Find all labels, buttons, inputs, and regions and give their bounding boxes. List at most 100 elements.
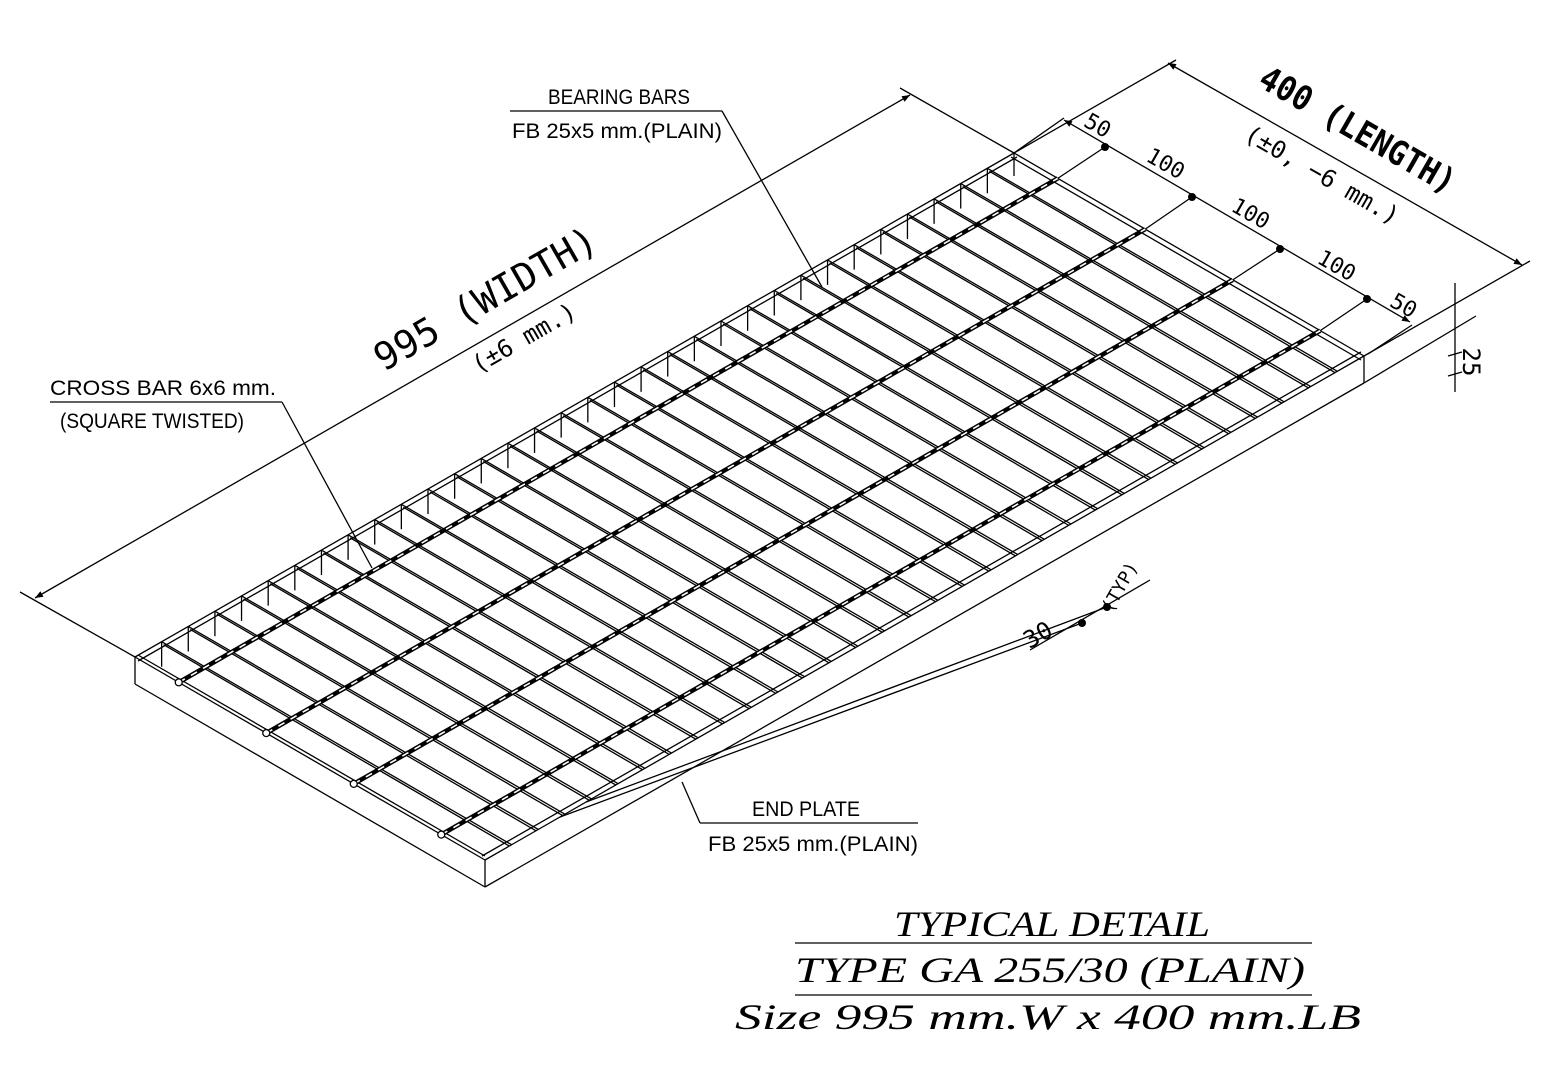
end-plate-leader <box>681 781 701 824</box>
title-line-1: TYPICAL DETAIL <box>894 904 1210 944</box>
cross-bar-leader <box>281 401 373 569</box>
bearing-bar <box>480 457 832 663</box>
pitch-dimension-line <box>1029 579 1151 651</box>
dimension-dot <box>1276 245 1284 253</box>
cross-bar-end <box>262 728 271 738</box>
cross-bar-end <box>437 830 446 839</box>
bearing-bar-edge <box>935 201 1283 404</box>
bearing-bar <box>800 274 1152 479</box>
spacing-dimension-line <box>1063 119 1411 323</box>
bearing-bar-edge <box>536 430 883 633</box>
bearing-bar <box>534 427 885 632</box>
bearing-bars-spec: FB 25x5 mm.(PLAIN) <box>512 120 722 143</box>
bearing-bar <box>720 320 1072 525</box>
extension-line <box>1057 146 1106 179</box>
title-line-3: Size 995 mm.W x 400 mm.LB <box>735 997 1361 1037</box>
bearing-bar-edge <box>349 537 697 740</box>
bearing-bar-edge <box>269 583 617 786</box>
end-plate-spec: FB 25x5 mm.(PLAIN) <box>708 833 918 856</box>
extension-line <box>1013 59 1177 154</box>
extension-line <box>1319 298 1368 332</box>
edge-bar-inner <box>1010 156 1362 361</box>
extension-line <box>19 591 136 658</box>
extension-line <box>899 87 1015 154</box>
end-plate-inner <box>481 351 1362 857</box>
extension-line <box>1363 315 1477 384</box>
bearing-bar-edge <box>642 369 990 572</box>
bearing-bar <box>907 213 1258 418</box>
bearing-bar-edge <box>323 552 670 756</box>
height-tick <box>1447 351 1463 357</box>
bearing-bar-edge <box>456 476 803 679</box>
end-plate-bottom <box>484 382 1365 888</box>
pitch-note-text: (TYP) <box>1098 559 1143 616</box>
bearing-bar-edge <box>829 262 1176 465</box>
bearing-bar-edge <box>189 628 537 832</box>
bearing-bar-edge <box>669 353 1017 557</box>
extension-line <box>559 622 1083 818</box>
length-dimension-line <box>1167 62 1523 266</box>
bearing-bar <box>267 580 619 785</box>
bearing-bar <box>747 305 1098 510</box>
bearing-bar <box>374 518 726 724</box>
bearing-bar <box>454 473 805 678</box>
height-tick <box>1447 371 1463 377</box>
bearing-bar-edge <box>403 506 750 710</box>
bearing-bars-label: BEARING BARS <box>548 86 690 109</box>
bearing-bar-edge <box>589 399 937 603</box>
dimension-dot <box>1103 603 1111 611</box>
spacing-text: 50 <box>1080 109 1115 144</box>
cross-bar-end <box>174 678 183 687</box>
bearing-bar-edge <box>749 308 1096 511</box>
pitch-dimension-text: 30 <box>1018 616 1057 655</box>
extension-line <box>1232 248 1281 281</box>
bearing-bar <box>214 610 566 815</box>
height-dimension-text: 25 <box>1457 348 1485 377</box>
dimension-lines <box>19 59 1531 996</box>
bearing-bar-edge <box>429 491 777 695</box>
bearing-bar-edge <box>243 598 590 801</box>
bottom-edge <box>134 683 486 888</box>
bearing-bar <box>933 198 1285 403</box>
bearing-bar-edge <box>482 460 830 664</box>
bearing-bar-edge <box>296 567 644 771</box>
bearing-bars-leader <box>721 110 823 288</box>
bearing-bar-edge <box>509 445 857 649</box>
end-plate-top <box>484 355 1365 861</box>
bearing-bar-edge <box>775 292 1123 496</box>
bearing-bar <box>587 396 939 601</box>
bearing-bar <box>853 244 1205 449</box>
bearing-bar <box>427 488 779 693</box>
dimension-dot <box>1078 619 1086 627</box>
bearing-bar <box>507 442 859 647</box>
bearing-bar <box>667 350 1019 556</box>
bearing-bar <box>161 641 512 846</box>
width-dimension-line <box>34 94 911 599</box>
spacing-text: 100 <box>1313 246 1360 287</box>
cross-bar-label: CROSS BAR 6x6 mm. <box>50 377 276 400</box>
bearing-bar <box>560 412 912 617</box>
title-line-2: TYPE GA 255/30 (PLAIN) <box>795 950 1305 990</box>
bearing-bar <box>401 503 752 708</box>
bearing-bar-edge <box>802 277 1150 481</box>
bearing-bar <box>987 167 1338 372</box>
bearing-bar-edge <box>216 613 564 817</box>
bearing-bar <box>827 259 1178 464</box>
bearing-bar <box>241 595 592 800</box>
bearing-bar-edge <box>722 323 1070 527</box>
extension-line <box>1367 324 1413 355</box>
bearing-bar-edge <box>616 384 963 588</box>
bearing-bar-edge <box>989 170 1336 374</box>
extension-line <box>585 606 1108 803</box>
bearing-bar <box>347 534 699 739</box>
dimension-dot <box>1363 295 1371 303</box>
bearing-bar-edge <box>696 338 1043 542</box>
extension-line <box>1363 260 1531 357</box>
cross-bar-end <box>349 779 358 789</box>
edge-bar <box>134 656 486 861</box>
bearing-bar <box>294 564 646 769</box>
bearing-bar <box>880 228 1232 433</box>
edge-bar-inner <box>137 654 486 857</box>
bearing-bar-edge <box>855 247 1203 450</box>
